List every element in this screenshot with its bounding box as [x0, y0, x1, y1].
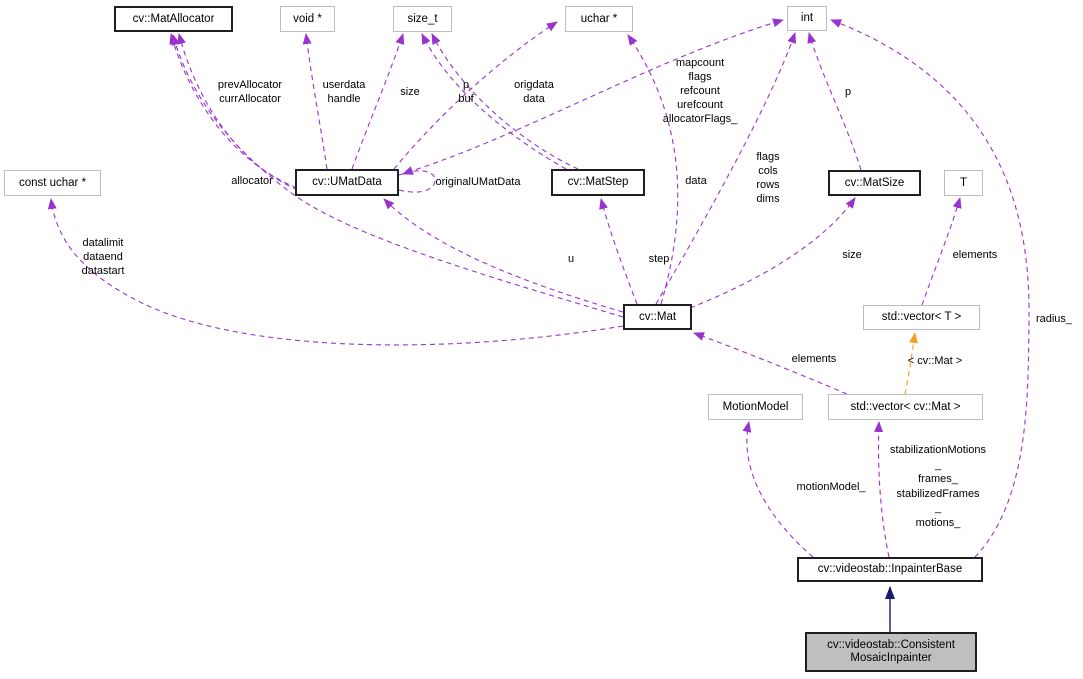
- edge-mat-int-fields: [655, 32, 797, 305]
- edge-umatdata-size: [351, 33, 405, 170]
- edge-umatdata-self-loop: [398, 166, 436, 193]
- node-mat-allocator[interactable]: cv::MatAllocator: [114, 6, 233, 32]
- node-vector-mat[interactable]: std::vector< cv::Mat >: [828, 394, 983, 420]
- node-mat-size[interactable]: cv::MatSize: [828, 170, 921, 196]
- node-consistent-mosaic-inpainter[interactable]: cv::videostab::Consistent MosaicInpainte…: [805, 632, 977, 672]
- node-const-uchar-ptr[interactable]: const uchar *: [4, 170, 101, 196]
- edge-mat-datapointers: [47, 198, 624, 346]
- edge-mat-size: [689, 197, 856, 309]
- node-mat-step[interactable]: cv::MatStep: [551, 169, 645, 196]
- edge-umatdata-currallocator: [177, 33, 307, 194]
- node-t[interactable]: T: [944, 170, 983, 196]
- node-void-ptr[interactable]: void *: [280, 6, 335, 32]
- edge-matstep-buf: [431, 33, 579, 170]
- edge-inpainter-radius: [830, 19, 1030, 558]
- edge-mat-allocator: [171, 34, 624, 318]
- edge-mat-step: [599, 198, 638, 305]
- edge-umatdata-userdata-handle: [302, 33, 328, 170]
- node-mat[interactable]: cv::Mat: [623, 304, 692, 330]
- node-vector-t[interactable]: std::vector< T >: [863, 305, 980, 330]
- node-umat-data[interactable]: cv::UMatData: [295, 169, 399, 196]
- edge-matstep-p: [421, 33, 567, 170]
- node-motion-model[interactable]: MotionModel: [708, 394, 803, 420]
- edge-mat-data: [627, 34, 679, 305]
- edge-mat-u: [383, 198, 624, 313]
- edge-vectort-elements: [921, 197, 962, 306]
- edge-vectormat-elements: [693, 332, 848, 395]
- edge-matsize-p: [807, 32, 862, 171]
- edge-inpainter-motionmodel: [742, 421, 814, 558]
- edge-umatdata-int-fields: [398, 18, 784, 176]
- edge-umatdata-origdata-data: [393, 21, 558, 170]
- edge-template-instantiation: [904, 332, 918, 395]
- edge-umatdata-prevallocator: [169, 33, 298, 189]
- node-int[interactable]: int: [787, 6, 827, 31]
- edge-inpainter-vectors: [874, 421, 890, 558]
- node-uchar-ptr[interactable]: uchar *: [565, 6, 633, 32]
- node-inpainter-base[interactable]: cv::videostab::InpainterBase: [797, 557, 983, 582]
- node-size-t[interactable]: size_t: [393, 6, 452, 32]
